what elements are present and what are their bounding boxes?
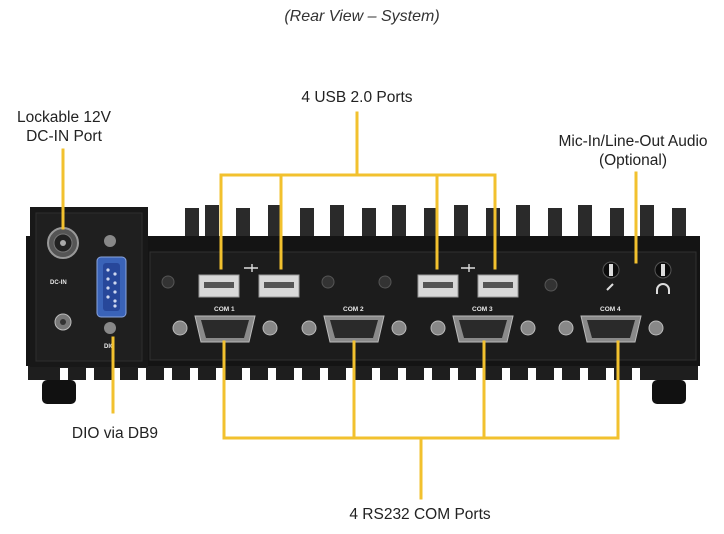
line-out-jack-icon	[654, 261, 672, 294]
com3-panel-text: COM 3	[472, 306, 493, 313]
usb-port-3-icon	[417, 274, 459, 298]
com2-db9-connector-icon	[301, 315, 407, 343]
com1-db9-connector-icon	[172, 315, 278, 343]
mic-in-jack-icon	[602, 261, 620, 291]
com4-panel-text: COM 4	[600, 306, 621, 313]
figure-caption: (Rear View – System)	[284, 8, 440, 25]
usb-callout-line	[219, 111, 497, 270]
usb-port-2-icon	[258, 274, 300, 298]
usb-symbol-icon	[244, 264, 475, 272]
panel-screw-icon	[161, 275, 558, 292]
dcin-label: Lockable 12V DC-IN Port	[17, 109, 111, 145]
foot-left	[42, 380, 76, 404]
audio-label: Mic-In/Line-Out Audio (Optional)	[558, 133, 708, 169]
com2-panel-text: COM 2	[343, 306, 364, 313]
foot-right	[652, 380, 686, 404]
dio-label: DIO via DB9	[71, 425, 159, 442]
usb-label: 4 USB 2.0 Ports	[301, 89, 413, 106]
dio-panel-text: DIO	[104, 344, 115, 350]
com1-panel-text: COM 1	[214, 306, 235, 313]
com-callout-line	[222, 340, 620, 500]
com3-db9-connector-icon	[430, 315, 536, 343]
dcin-jack-icon	[47, 227, 79, 259]
dcin-panel-text: DC-IN	[50, 280, 67, 286]
dio-db9-connector-icon	[96, 235, 127, 334]
com-label: 4 RS232 COM Ports	[349, 506, 491, 523]
com4-db9-connector-icon	[558, 315, 664, 343]
usb-port-1-icon	[198, 274, 240, 298]
ground-screw-icon	[54, 313, 72, 331]
usb-port-4-icon	[477, 274, 519, 298]
